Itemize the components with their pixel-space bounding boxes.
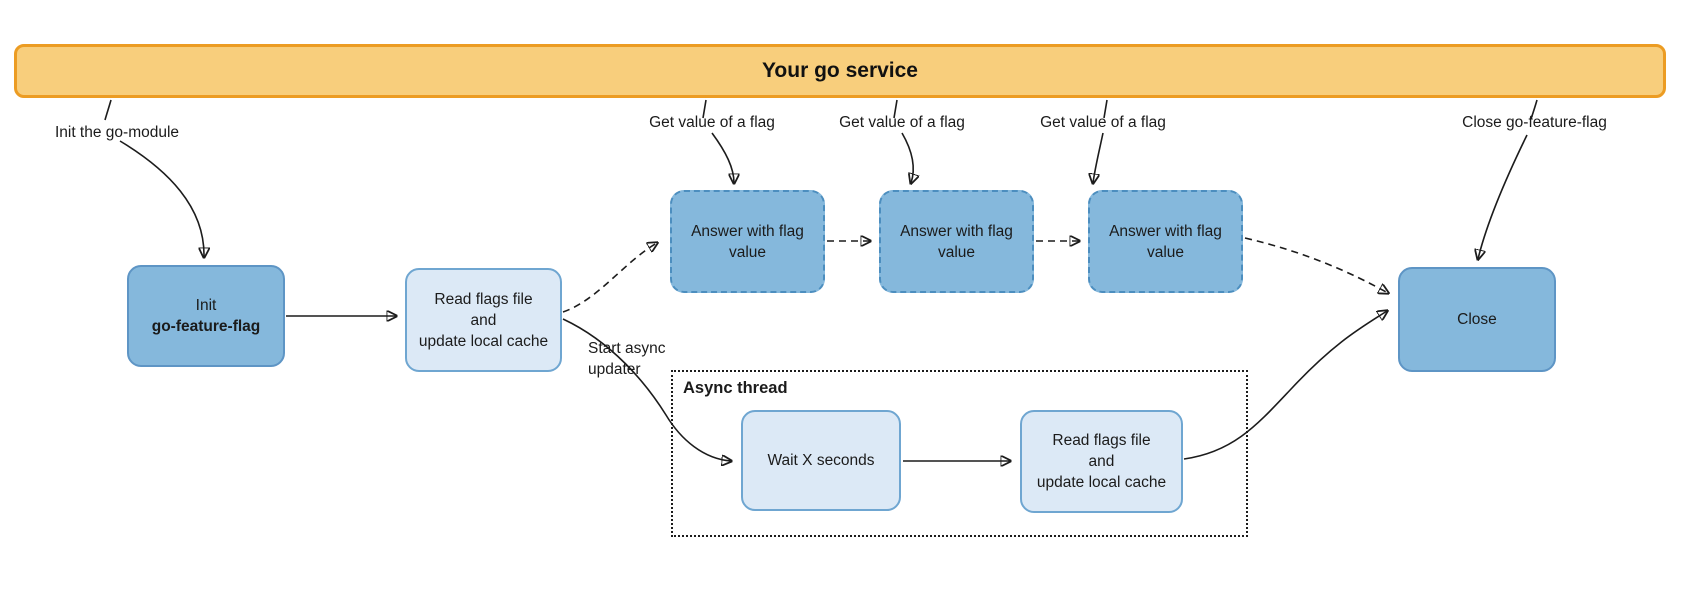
edge-label-get-value-3: Get value of a flag xyxy=(1040,114,1166,131)
node-wait-x-seconds: Wait X seconds xyxy=(741,410,901,511)
node-answer-flag-1: Answer with flag value xyxy=(670,190,825,293)
edge-label-init-module: Init the go-module xyxy=(54,124,180,141)
node-close: Close xyxy=(1398,267,1556,372)
edge-getvalue2-to-answer2 xyxy=(901,132,913,183)
node-read-flags-async: Read flags file and update local cache xyxy=(1020,410,1183,513)
edge-label-get-value-1: Get value of a flag xyxy=(649,114,775,131)
edge-getvalue1-to-answer1 xyxy=(711,132,734,183)
edge-label-start-async: Start async updater xyxy=(588,340,666,378)
edge-readflags-to-answer1 xyxy=(562,243,657,313)
edge-label-close-gff: Close go-feature-flag xyxy=(1462,114,1607,131)
async-thread-title: Async thread xyxy=(683,379,788,397)
edge-answer3-to-close xyxy=(1244,237,1388,293)
edge-label-get-value-2: Get value of a flag xyxy=(839,114,965,131)
node-answer-flag-3: Answer with flag value xyxy=(1088,190,1243,293)
node-init-line2: go-feature-flag xyxy=(151,318,261,335)
node-init-go-feature-flag: Init go-feature-flag xyxy=(127,265,285,367)
node-read-flags-main: Read flags file and update local cache xyxy=(405,268,562,372)
edge-closelabel-to-close xyxy=(1478,134,1528,259)
edge-getvalue3-to-answer3 xyxy=(1093,132,1104,183)
edge-initlabel-to-init xyxy=(119,140,204,257)
edge-banner-to-init-label xyxy=(104,99,112,121)
node-init-line1: Init xyxy=(195,297,217,314)
async-thread-container: Async thread xyxy=(671,370,1248,537)
node-answer-flag-2: Answer with flag value xyxy=(879,190,1034,293)
banner-title: Your go service xyxy=(761,59,918,82)
node-your-go-service: Your go service xyxy=(14,44,1666,98)
